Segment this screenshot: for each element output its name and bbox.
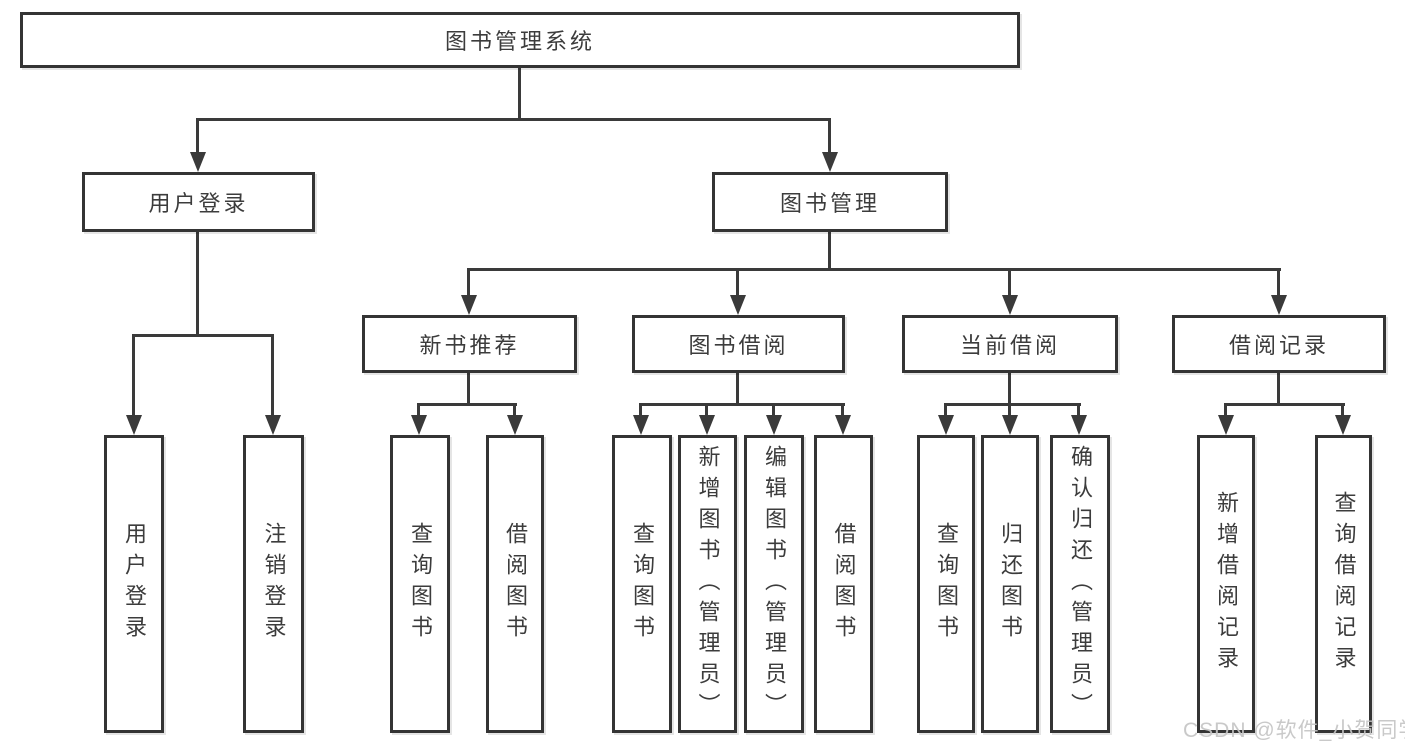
arrowhead-icon <box>1271 295 1287 315</box>
arrowhead-icon <box>190 152 206 172</box>
leaf-query-books-borrowing: 查询图书 <box>612 435 672 733</box>
connector-line <box>518 66 521 120</box>
node-user-login: 用户登录 <box>82 172 315 232</box>
node-label: 新增图书（管理员） <box>695 444 721 724</box>
leaf-query-borrow-record: 查询借阅记录 <box>1315 435 1372 733</box>
connector-line <box>467 371 470 405</box>
connector-line <box>467 268 1281 271</box>
leaf-edit-books-admin: 编辑图书（管理员） <box>744 435 804 733</box>
node-root: 图书管理系统 <box>20 12 1020 68</box>
leaf-borrow-books-recommend: 借阅图书 <box>486 435 544 733</box>
connector-line <box>1224 403 1345 406</box>
connector-line <box>1341 403 1344 421</box>
arrowhead-icon <box>411 415 427 435</box>
leaf-query-books-current: 查询图书 <box>917 435 975 733</box>
connector-line <box>736 268 739 300</box>
connector-line <box>944 403 1081 406</box>
watermark-text: CSDN @软件_小贺同学 <box>1183 719 1405 742</box>
node-label: 归还图书 <box>998 522 1023 646</box>
leaf-confirm-return-admin: 确认归还（管理员） <box>1050 435 1110 733</box>
node-book-management: 图书管理 <box>712 172 948 232</box>
connector-line <box>271 334 274 420</box>
leaf-add-books-admin: 新增图书（管理员） <box>678 435 737 733</box>
node-label: 新增借阅记录 <box>1214 491 1239 677</box>
arrowhead-icon <box>1002 295 1018 315</box>
node-label: 用户登录 <box>148 191 249 216</box>
connector-line <box>1008 371 1011 405</box>
arrowhead-icon <box>461 295 477 315</box>
connector-line <box>196 118 831 121</box>
node-current-borrowing: 当前借阅 <box>902 315 1118 373</box>
connector-line <box>196 118 199 158</box>
connector-line <box>1277 268 1280 300</box>
connector-line <box>705 403 708 421</box>
node-label: 新书推荐 <box>419 333 520 358</box>
connector-line <box>828 118 831 158</box>
connector-line <box>639 403 642 421</box>
connector-line <box>1277 371 1280 405</box>
leaf-return-books: 归还图书 <box>981 435 1039 733</box>
connector-line <box>1008 268 1011 300</box>
leaf-logout: 注销登录 <box>243 435 304 733</box>
connector-line <box>417 403 517 406</box>
leaf-user-login: 用户登录 <box>104 435 164 733</box>
connector-line <box>772 403 775 421</box>
connector-line <box>196 230 199 336</box>
leaf-add-borrow-record: 新增借阅记录 <box>1197 435 1255 733</box>
connector-line <box>417 403 420 421</box>
arrowhead-icon <box>126 415 142 435</box>
connector-line <box>513 403 516 421</box>
arrowhead-icon <box>699 415 715 435</box>
node-new-book-recommend: 新书推荐 <box>362 315 577 373</box>
node-label: 用户登录 <box>122 522 147 646</box>
connector-line <box>1008 403 1011 421</box>
arrowhead-icon <box>822 152 838 172</box>
connector-line <box>1077 403 1080 421</box>
connector-line <box>828 230 831 270</box>
connector-line <box>132 334 274 337</box>
node-borrow-records: 借阅记录 <box>1172 315 1386 373</box>
node-label: 查询借阅记录 <box>1331 491 1357 677</box>
node-label: 借阅图书 <box>503 522 528 646</box>
node-book-borrowing: 图书借阅 <box>632 315 845 373</box>
connector-line <box>132 334 135 420</box>
arrowhead-icon <box>1218 415 1234 435</box>
arrowhead-icon <box>766 415 782 435</box>
arrowhead-icon <box>730 295 746 315</box>
node-label: 借阅图书 <box>831 522 857 646</box>
node-label: 注销登录 <box>261 522 287 646</box>
arrowhead-icon <box>1335 415 1351 435</box>
node-label: 编辑图书（管理员） <box>762 444 787 724</box>
node-label: 确认归还（管理员） <box>1068 444 1093 724</box>
node-label: 查询图书 <box>934 522 959 646</box>
arrowhead-icon <box>507 415 523 435</box>
arrowhead-icon <box>633 415 649 435</box>
node-label: 查询图书 <box>408 522 433 646</box>
leaf-borrow-books-borrowing: 借阅图书 <box>814 435 873 733</box>
connector-line <box>736 371 739 405</box>
node-label: 图书管理系统 <box>444 29 595 54</box>
node-label: 当前借阅 <box>959 333 1060 358</box>
arrowhead-icon <box>938 415 954 435</box>
node-label: 图书管理 <box>779 191 880 216</box>
arrowhead-icon <box>265 415 281 435</box>
connector-line <box>944 403 947 421</box>
node-label: 借阅记录 <box>1228 333 1329 358</box>
leaf-query-books-recommend: 查询图书 <box>390 435 450 733</box>
arrowhead-icon <box>1002 415 1018 435</box>
connector-line <box>467 268 470 300</box>
connector-line <box>1224 403 1227 421</box>
node-label: 图书借阅 <box>688 333 789 358</box>
connector-line <box>841 403 844 421</box>
node-label: 查询图书 <box>630 522 655 646</box>
connector-line <box>639 403 845 406</box>
arrowhead-icon <box>835 415 851 435</box>
arrowhead-icon <box>1071 415 1087 435</box>
